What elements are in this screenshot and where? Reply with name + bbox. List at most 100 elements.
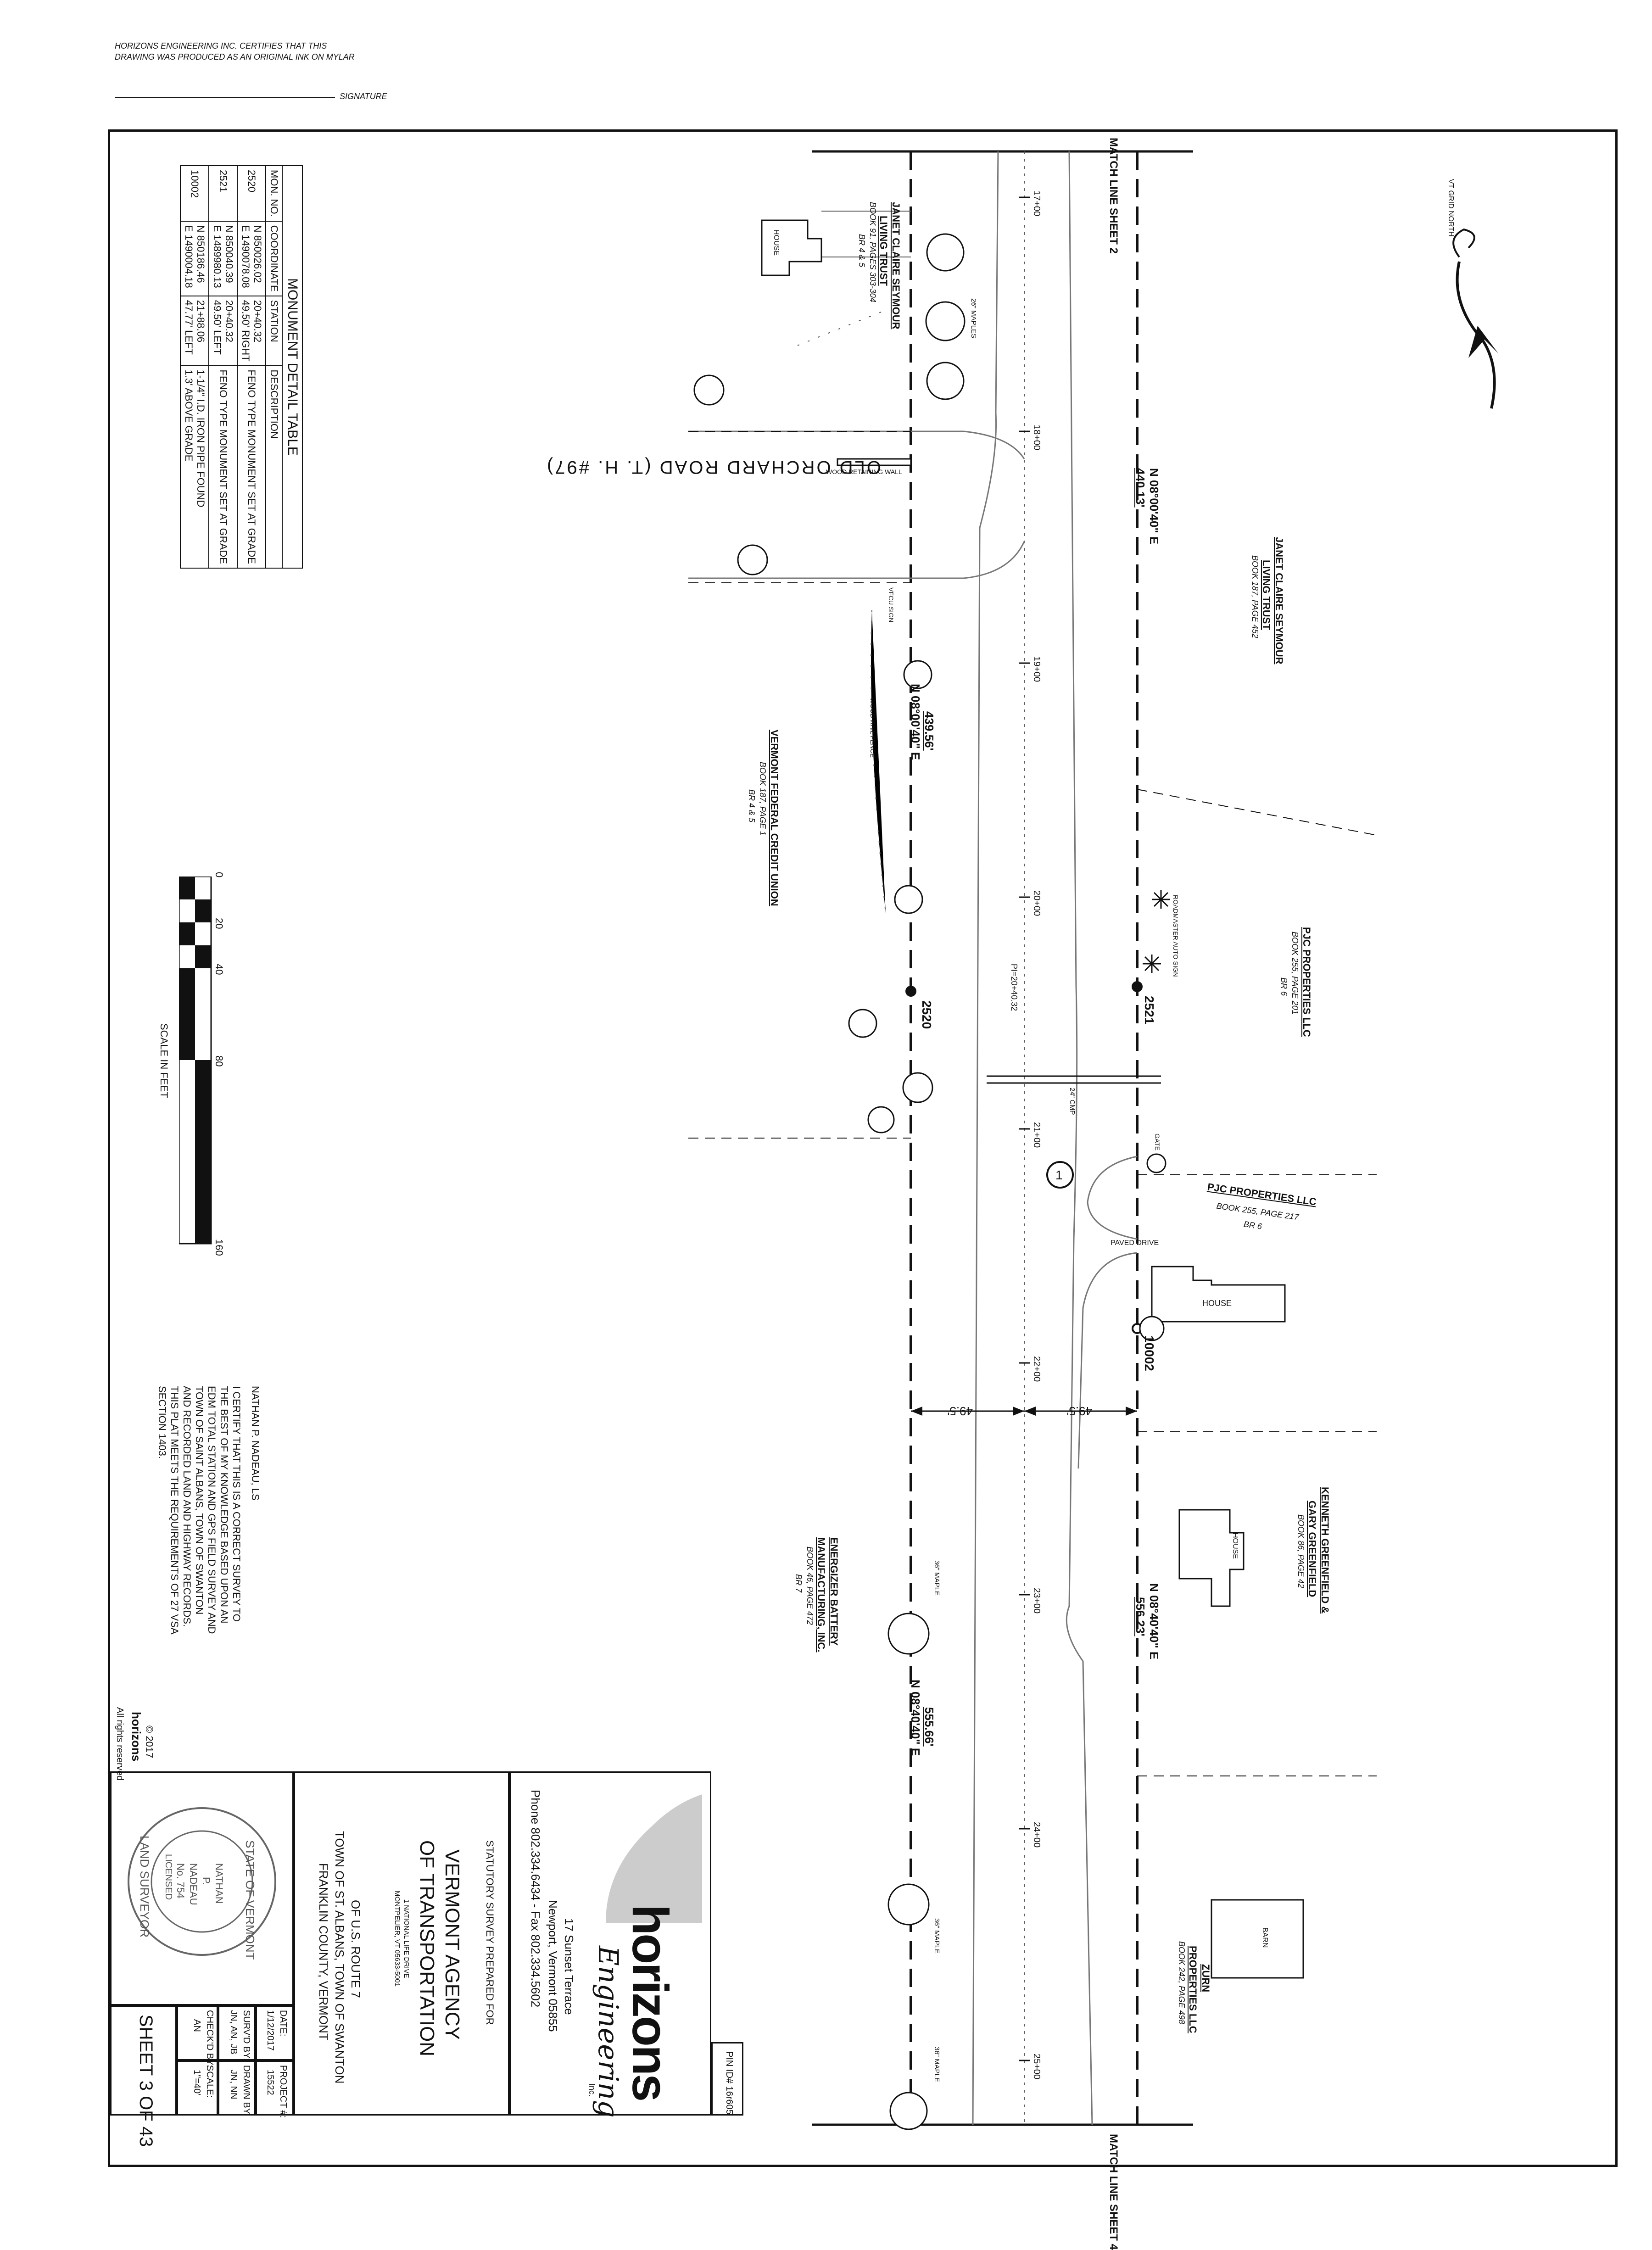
parcel-ebm-book: BOOK 46, PAGE 472: [805, 1547, 815, 1625]
th-coordinate: COORDINATE: [266, 221, 282, 296]
date-label: DATE:: [278, 2010, 288, 2037]
cmp-label: 24" CMP: [1068, 1088, 1076, 1115]
station-23: 23+00: [1032, 1588, 1042, 1614]
station-17: 17+00: [1032, 190, 1042, 217]
surveyor-certification: NATHAN P. NADEAU, LS I CERTIFY THAT THIS…: [156, 1386, 261, 1635]
house-right: [1151, 1266, 1286, 1323]
parcel-jcs-right-book: BOOK 187, PAGE 452: [1250, 555, 1260, 638]
monument-detail-table: MONUMENT DETAIL TABLE MON. NO. COORDINAT…: [180, 165, 303, 569]
parcel-kgg-sub: GARY GREENFIELD: [1306, 1501, 1318, 1597]
scale-value: 1"=40': [192, 2070, 202, 2095]
station-20: 20+00: [1032, 890, 1042, 916]
seal-bottom: LAND SURVEYOR: [138, 1836, 151, 1938]
bearing-2: N 08°00'40" E: [909, 684, 922, 760]
firm-address-1: 17 Sunset Terrace: [562, 1918, 576, 2015]
monument-10002-label: 10002: [1142, 1335, 1156, 1371]
firm-logo-icon: [597, 1785, 707, 1925]
bearing-3: N 08°40'40" E: [1147, 1583, 1161, 1660]
station-18: 18+00: [1032, 424, 1042, 451]
parcel-jcs-right-sub: LIVING TRUST: [1261, 560, 1272, 630]
parcel-ebm-br: BR 7: [794, 1574, 803, 1593]
house-greenfield-label: HOUSE: [1231, 1533, 1239, 1559]
barn: [1211, 1899, 1304, 1979]
th-station: STATION: [266, 296, 282, 366]
distance-3: 556.23': [1133, 1597, 1147, 1636]
project-label: PROJECT #:: [278, 2065, 288, 2118]
bearing-1: N 08°00'40" E: [1147, 468, 1161, 545]
th-mon-no: MON. NO.: [266, 166, 282, 221]
project-value: 15522: [265, 2070, 275, 2095]
wood-retaining-wall: [837, 458, 912, 466]
paved-drive-label: PAVED DRIVE: [1111, 1239, 1159, 1247]
parcel-ebm-name: ENERGIZER BATTERY: [828, 1537, 840, 1646]
house-greenfield: [1178, 1509, 1245, 1607]
parcel-pjc1-br: BR 6: [1279, 977, 1289, 996]
gate-label: GATE: [1154, 1133, 1161, 1151]
scale-label-tb: SCALE:: [205, 2065, 215, 2098]
parcel-vfcu-br: BR 4 & 5: [747, 789, 756, 823]
seal-name-2: P.: [201, 1877, 212, 1885]
monument-table-title: MONUMENT DETAIL TABLE: [282, 166, 302, 568]
agency-address: 1 NATIONAL LIFE DRIVE MONTPELIER, VT 056…: [393, 1891, 410, 1987]
trees: [693, 233, 1166, 2130]
seal-name-1: NATHAN: [213, 1863, 225, 1904]
maples-label: 26" MAPLES: [970, 298, 977, 339]
firm-inc: Inc.: [587, 2083, 597, 2097]
house-left-label: HOUSE: [772, 229, 780, 256]
parcel-vfcu-name: VERMONT FEDERAL CREDIT UNION: [769, 730, 780, 906]
drawn-label: DRAWN BY:: [241, 2065, 251, 2116]
agency-line-1: VERMONT AGENCY: [441, 1849, 463, 2040]
roadmaster-sign-label: ROADMASTER AUTO SIGN: [1172, 895, 1179, 977]
th-description: DESCRIPTION: [266, 365, 282, 568]
wood-rail-fence: [871, 610, 886, 914]
parcel-zurn-sub: PROPERTIES LLC: [1187, 1946, 1199, 2033]
fence-label: WOOD RAIL FENCE: [869, 698, 876, 758]
checkd-value: AN: [192, 2019, 202, 2032]
copyright-rights: All rights reserved: [115, 1707, 125, 1781]
copyright-brand: horizons: [129, 1712, 143, 1762]
match-line-bottom-label: MATCH LINE SHEET 4: [1107, 2134, 1120, 2250]
firm-phone: Phone 802.334.6434 - Fax 802.334.5602: [529, 1790, 542, 2008]
pi-station: PI=20+40.32: [1010, 964, 1019, 1011]
towns: TOWN OF ST. ALBANS, TOWN OF SWANTON: [333, 1831, 346, 2084]
firm-address-2: Newport, Vermont 05855: [546, 1900, 560, 2032]
barn-label: BARN: [1261, 1927, 1269, 1948]
match-line-top-label: MATCH LINE SHEET 2: [1107, 138, 1120, 254]
drawing-frame: [108, 129, 1618, 2167]
maple-label-1: 36" MAPLE: [933, 1560, 941, 1596]
seal-number: No. 754: [175, 1863, 186, 1899]
parcel-kgg-book: BOOK 86, PAGE 42: [1296, 1514, 1306, 1588]
bearing-4: N 08°40'40" E: [909, 1680, 922, 1756]
route: OF U.S. ROUTE 7: [349, 1900, 363, 1998]
parcel-jcs-left-book: BOOK 91, PAGES 303-304: [868, 202, 877, 302]
distance-2: 439.56': [922, 711, 936, 751]
parcel-pjc1-book: BOOK 255, PAGE 201: [1290, 932, 1300, 1015]
house-left: [761, 219, 822, 276]
station-22: 22+00: [1032, 1356, 1042, 1382]
mylar-certification: HORIZONS ENGINEERING INC. CERTIFIES THAT…: [115, 41, 355, 61]
drawn-value: JN, NN: [229, 2070, 239, 2099]
pavement-edge-left: [972, 151, 999, 2125]
scale-tick-160: 160: [213, 1239, 225, 1256]
scale-tick-20: 20: [213, 918, 225, 929]
station-24: 24+00: [1032, 1822, 1042, 1848]
parcel-jcs-right-name: JANET CLAIRE SEYMOUR: [1273, 537, 1285, 664]
scale-label: SCALE IN FEET: [158, 1023, 170, 1098]
north-arrow-label: VT GRID NORTH: [1447, 179, 1455, 237]
date-value: 1/12/2017: [265, 2010, 275, 2051]
survey-plan: [688, 150, 1377, 2130]
parcel-jcs-left-name: JANET CLAIRE SEYMOUR: [890, 202, 902, 329]
seal-name-3: NADEAU: [188, 1863, 199, 1905]
station-19: 19+00: [1032, 656, 1042, 682]
parcel-vfcu-book: BOOK 187, PAGE 1: [758, 762, 767, 836]
survd-label: SURV'D BY:: [241, 2010, 251, 2061]
scale-tick-40: 40: [213, 964, 225, 975]
vfcu-sign-label: VFCU SIGN: [887, 587, 895, 623]
survd-value: JN, AN, JB: [229, 2010, 239, 2055]
signature-label: SIGNATURE: [340, 92, 387, 101]
firm-name: horizons: [622, 1904, 678, 2100]
scale-tick-0: 0: [213, 872, 225, 878]
maple-label-3: 36" MAPLE: [933, 2047, 941, 2083]
offset-left: 49.5': [947, 1404, 973, 1418]
